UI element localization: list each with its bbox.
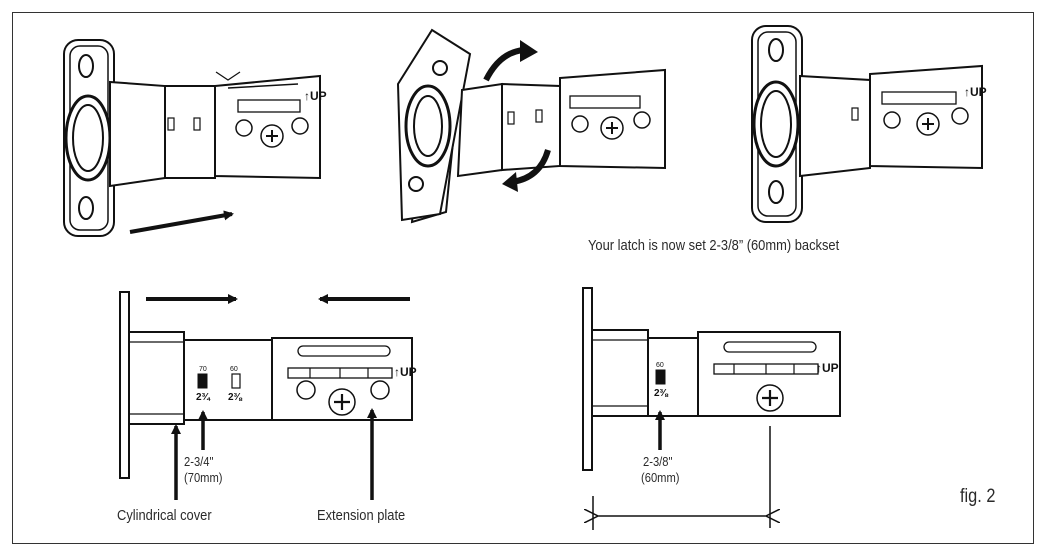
up-mark-left: ↑UP xyxy=(394,365,417,379)
dim-60-inch: 2-3/8" xyxy=(643,454,673,469)
latch-side-left xyxy=(119,291,413,479)
dim-70-mm: (70mm) xyxy=(184,470,223,485)
latch-top-right xyxy=(751,25,983,223)
latch-side-right xyxy=(582,287,841,471)
frac-60-left: 2⅜ xyxy=(228,392,243,403)
frac-60-right: 2⅜ xyxy=(654,388,669,399)
mark-70-left: 70 xyxy=(199,366,207,373)
dim-60-mm: (60mm) xyxy=(641,470,680,485)
push-arrow xyxy=(129,210,234,234)
mark-60-right: 60 xyxy=(656,362,664,369)
frac-70-left: 2¾ xyxy=(196,392,211,403)
backset-caption: Your latch is now set 2-3/8” (60mm) back… xyxy=(588,237,840,254)
up-mark-right: ↑UP xyxy=(816,361,839,375)
figure-frame xyxy=(12,12,1034,544)
dim-70-inch: 2-3/4" xyxy=(184,454,214,469)
mark-60-left: 60 xyxy=(230,366,238,373)
figure-label: fig. 2 xyxy=(960,486,996,507)
up-mark-top-left: ↑UP xyxy=(304,89,327,103)
latch-top-left xyxy=(63,39,321,237)
up-mark-top-right: ↑UP xyxy=(964,85,987,99)
latch-top-middle xyxy=(396,28,666,224)
extension-plate-label: Extension plate xyxy=(317,507,406,524)
cylindrical-cover-label: Cylindrical cover xyxy=(117,507,212,524)
